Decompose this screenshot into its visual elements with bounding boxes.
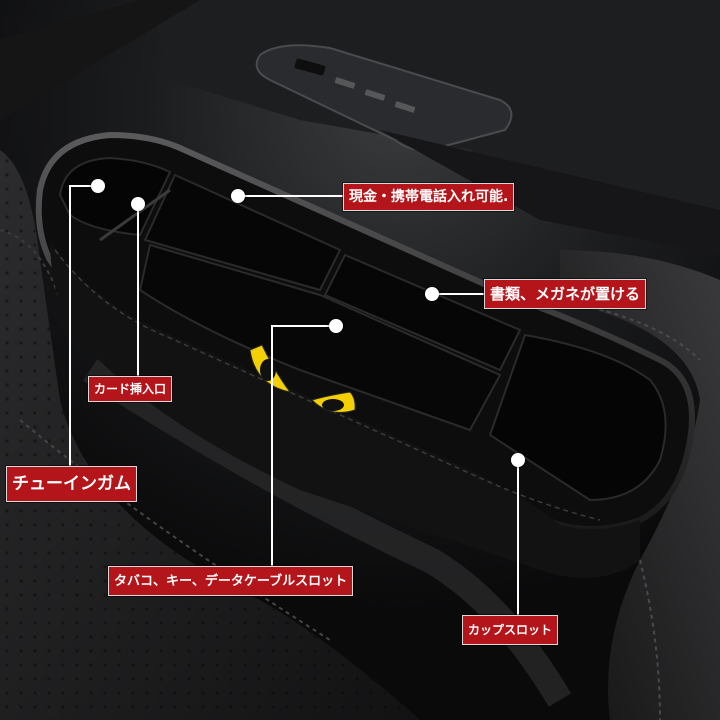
leader-line-cigarettes	[271, 325, 336, 568]
label-chewing-gum: チューインガム	[6, 466, 137, 502]
label-cup-slot: カップスロット	[462, 615, 559, 645]
label-cash-phone: 現金・携帯電話入れ可能.	[343, 183, 515, 211]
seat-gap-organizer	[35, 131, 695, 578]
right-seat	[559, 250, 720, 720]
leader-lines	[69, 185, 519, 615]
pointer-dot-cup	[511, 453, 525, 467]
label-card-slot: カード挿入口	[88, 376, 173, 402]
label-cigarettes-keys-cables: タバコ、キー、データケーブルスロット	[108, 566, 354, 596]
pointer-dot-books-glasses	[425, 287, 439, 301]
pointer-dot-cash-phone	[231, 189, 245, 203]
pointer-dot-gum	[91, 179, 105, 193]
center-console	[0, 0, 720, 255]
label-books-glasses: 書類、メガネが置ける	[484, 279, 647, 309]
cartoon-eyes-decoration	[249, 344, 356, 413]
leader-line-gum	[69, 185, 98, 470]
pointer-dot-card	[131, 197, 145, 211]
pointer-dot-cigarettes	[329, 319, 343, 333]
